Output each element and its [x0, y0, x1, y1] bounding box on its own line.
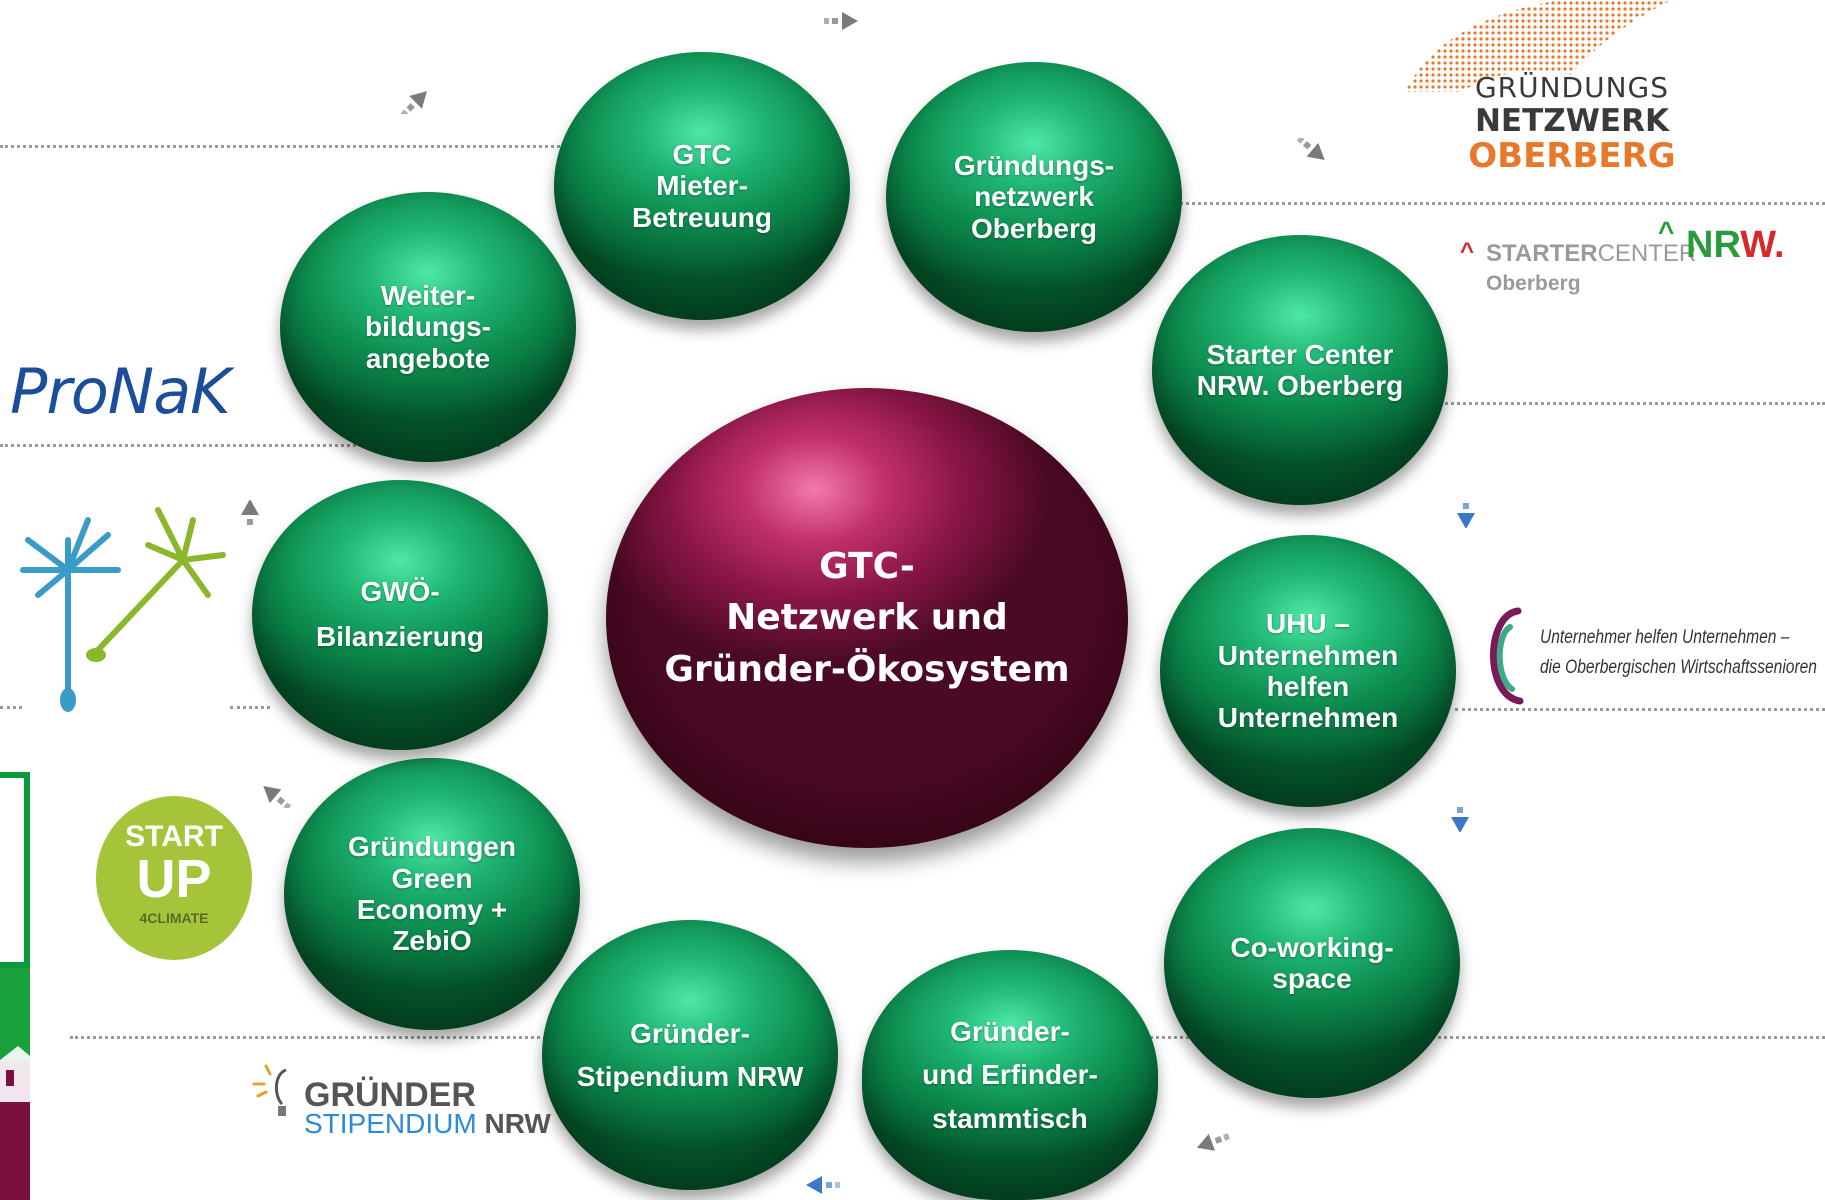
starter-nrw: NRW. — [1686, 224, 1785, 266]
separator-line — [1455, 708, 1825, 711]
separator-line — [70, 1036, 570, 1039]
uhu-logo: Unternehmer helfen Unternehmen – die Obe… — [1480, 605, 1825, 705]
node-starter-center: Starter Center NRW. Oberberg — [1152, 235, 1448, 505]
gno-line3: OBERBERG — [1468, 136, 1676, 177]
startup-line2: UP — [136, 849, 212, 909]
lightbulb-icon — [252, 1064, 287, 1116]
node-gruender-stipendium: Gründer- Stipendium NRW — [542, 920, 838, 1190]
starter-bold: STARTER — [1486, 240, 1598, 267]
separator-line — [1175, 202, 1825, 205]
arrow-gray-right — [824, 12, 858, 30]
left-edge-bracket — [0, 772, 30, 968]
starter-center-logo: ^ ^ STARTERCENTER NRW. Oberberg — [1458, 216, 1788, 300]
node-label: Gründer- und Erfinder- stammtisch — [922, 1015, 1098, 1134]
node-label: Weiter- bildungs- angebote — [365, 279, 491, 374]
separator-line — [230, 706, 270, 709]
stip-line2b: NRW — [484, 1108, 551, 1139]
node-label: Gründungen Green Economy + ZebiO — [348, 831, 516, 957]
gruender-stipendium-logo: GRÜNDER STIPENDIUM NRW — [252, 1060, 572, 1140]
node-gtc-mieter-betreuung: GTC Mieter- Betreuung — [554, 52, 850, 320]
separator-line — [1440, 402, 1825, 405]
dotted-globe-icon — [1405, 0, 1672, 92]
node-label: GTC Mieter- Betreuung — [632, 138, 772, 233]
arrow-blue-down — [1451, 807, 1469, 832]
separator-line — [0, 145, 560, 148]
node-coworking: Co-working- space — [1164, 828, 1460, 1098]
separator-line — [0, 706, 22, 709]
uhu-ring-icon — [1490, 607, 1524, 705]
node-label: UHU – Unternehmen helfen Unternehmen — [1217, 608, 1399, 734]
left-edge-house-icon — [0, 1046, 30, 1102]
center-node-label: GTC- Netzwerk und Gründer-Ökosystem — [664, 546, 1070, 690]
startup-line1: START — [125, 820, 223, 853]
node-uhu: UHU – Unternehmen helfen Unternehmen — [1160, 535, 1456, 807]
gruendungsnetzwerk-oberberg-logo: GRÜNDUNGS NETZWERK OBERBERG — [1400, 0, 1700, 180]
arrow-blue-down — [1457, 503, 1475, 528]
dandelion-seed-logo-icon — [20, 507, 226, 712]
node-label: Co-working- space — [1230, 931, 1394, 994]
separator-line — [1150, 1036, 1825, 1039]
arrow-gray-down-right — [1296, 138, 1325, 160]
separator-line — [0, 444, 500, 447]
node-stammtisch: Gründer- und Erfinder- stammtisch — [862, 950, 1158, 1200]
node-label: Gründer- Stipendium NRW — [576, 1017, 804, 1092]
node-label: Starter Center NRW. Oberberg — [1196, 338, 1404, 401]
node-weiterbildung: Weiter- bildungs- angebote — [280, 192, 576, 462]
arrow-blue-left — [806, 1176, 840, 1194]
center-node: GTC- Netzwerk und Gründer-Ökosystem — [606, 388, 1128, 848]
arrow-gray-up-left — [263, 786, 292, 808]
arrow-gray-up — [241, 500, 259, 525]
uhu-line2: die Oberbergischen Wirtschaftssenioren — [1540, 657, 1817, 678]
starter-sub: Oberberg — [1486, 272, 1581, 295]
startup-line3: 4CLIMATE — [139, 910, 209, 926]
uhu-line1: Unternehmer helfen Unternehmen – — [1540, 627, 1790, 648]
stip-line2a: STIPENDIUM — [304, 1108, 477, 1139]
node-label: Gründungs- netzwerk Oberberg — [953, 149, 1115, 244]
stip-line1: GRÜNDER — [304, 1076, 476, 1114]
starter-light: CENTER — [1597, 240, 1697, 267]
caret-green-icon: ^ — [1658, 216, 1675, 247]
gno-line1: GRÜNDUNGS — [1474, 71, 1670, 104]
pronak-logo: ProNaK — [10, 355, 231, 428]
caret-red-icon: ^ — [1460, 238, 1475, 265]
gno-line2: NETZWERK — [1474, 103, 1669, 140]
node-gwoe: GWÖ- Bilanzierung — [252, 480, 548, 750]
node-green-economy: Gründungen Green Economy + ZebiO — [284, 758, 580, 1030]
arrow-gray-down-left — [1196, 1133, 1230, 1151]
node-label: GWÖ- Bilanzierung — [315, 576, 484, 652]
arrow-gray-up-right — [400, 91, 427, 114]
node-gruendungsnetzwerk-oberberg: Gründungs- netzwerk Oberberg — [886, 62, 1182, 332]
startup-4climate-logo: START UP 4CLIMATE — [96, 796, 252, 960]
